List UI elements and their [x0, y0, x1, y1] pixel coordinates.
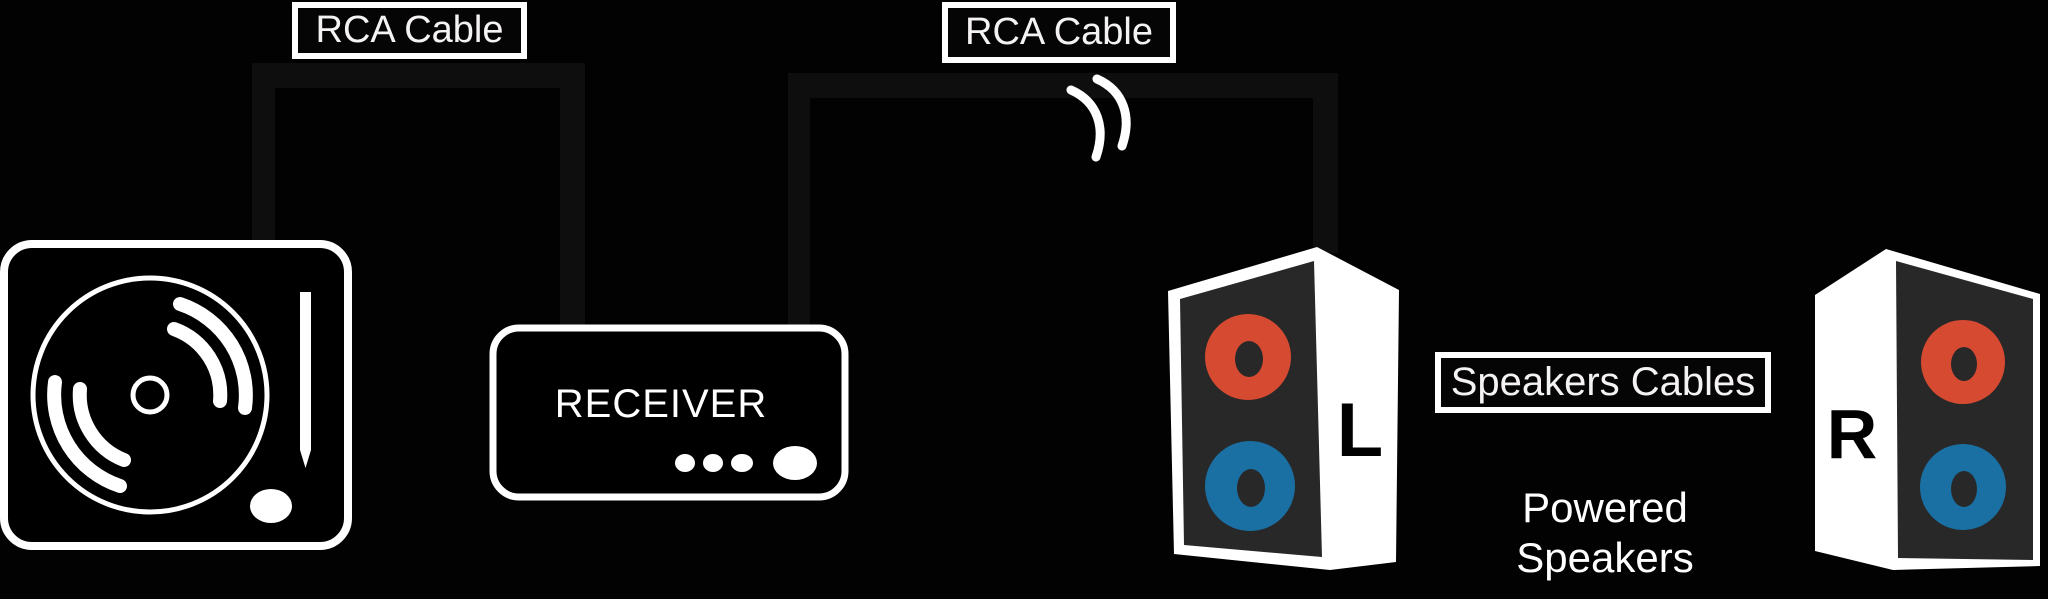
right-woofer-hole — [1951, 471, 1977, 507]
speakers-cables-label-text: Speakers Cables — [1450, 360, 1756, 404]
turntable-icon — [0, 240, 352, 550]
powered-speakers-caption: Powered Speakers — [1460, 483, 1750, 583]
vinyl-hub — [130, 375, 170, 415]
rca-cable-1-label-text: RCA Cable — [315, 9, 504, 51]
right-speaker-icon: R — [1815, 249, 2040, 570]
right-speaker-letter: R — [1827, 395, 1878, 473]
powered-speakers-line2: Speakers — [1516, 534, 1694, 581]
receiver-label: RECEIVER — [555, 382, 768, 426]
cable2-right-leg — [1313, 73, 1338, 253]
cable1-left-leg — [252, 63, 275, 243]
vinyl-groove-arcs — [47, 297, 253, 493]
left-speaker-letter: L — [1337, 388, 1383, 473]
left-woofer-hole — [1237, 469, 1265, 507]
rca-cable-1-label: RCA Cable — [292, 2, 527, 59]
rca-cable-2-path — [788, 73, 1338, 329]
left-tweeter-hole — [1235, 341, 1263, 377]
rca-cable-1-path — [252, 63, 585, 329]
receiver-icon: RECEIVER — [489, 324, 849, 501]
cable1-right-leg — [560, 63, 585, 329]
powered-speakers-line1: Powered — [1522, 484, 1688, 531]
left-speaker-icon: L — [1168, 247, 1399, 570]
cable2-left-leg — [788, 73, 810, 329]
receiver-knobs — [675, 446, 817, 480]
right-tweeter-hole — [1951, 347, 1977, 381]
receiver-volume-knob — [773, 446, 817, 480]
speakers-cables-label: Speakers Cables — [1435, 352, 1771, 413]
turntable-button — [250, 489, 292, 523]
vinyl-record — [30, 275, 270, 515]
cable2-horizontal — [788, 73, 1338, 98]
rca-cable-2-label: RCA Cable — [942, 2, 1176, 63]
cable-break-icon — [1066, 74, 1131, 162]
rca-cable-2-label-text: RCA Cable — [965, 11, 1153, 53]
tonearm — [300, 292, 311, 468]
cable1-horizontal — [252, 63, 585, 88]
